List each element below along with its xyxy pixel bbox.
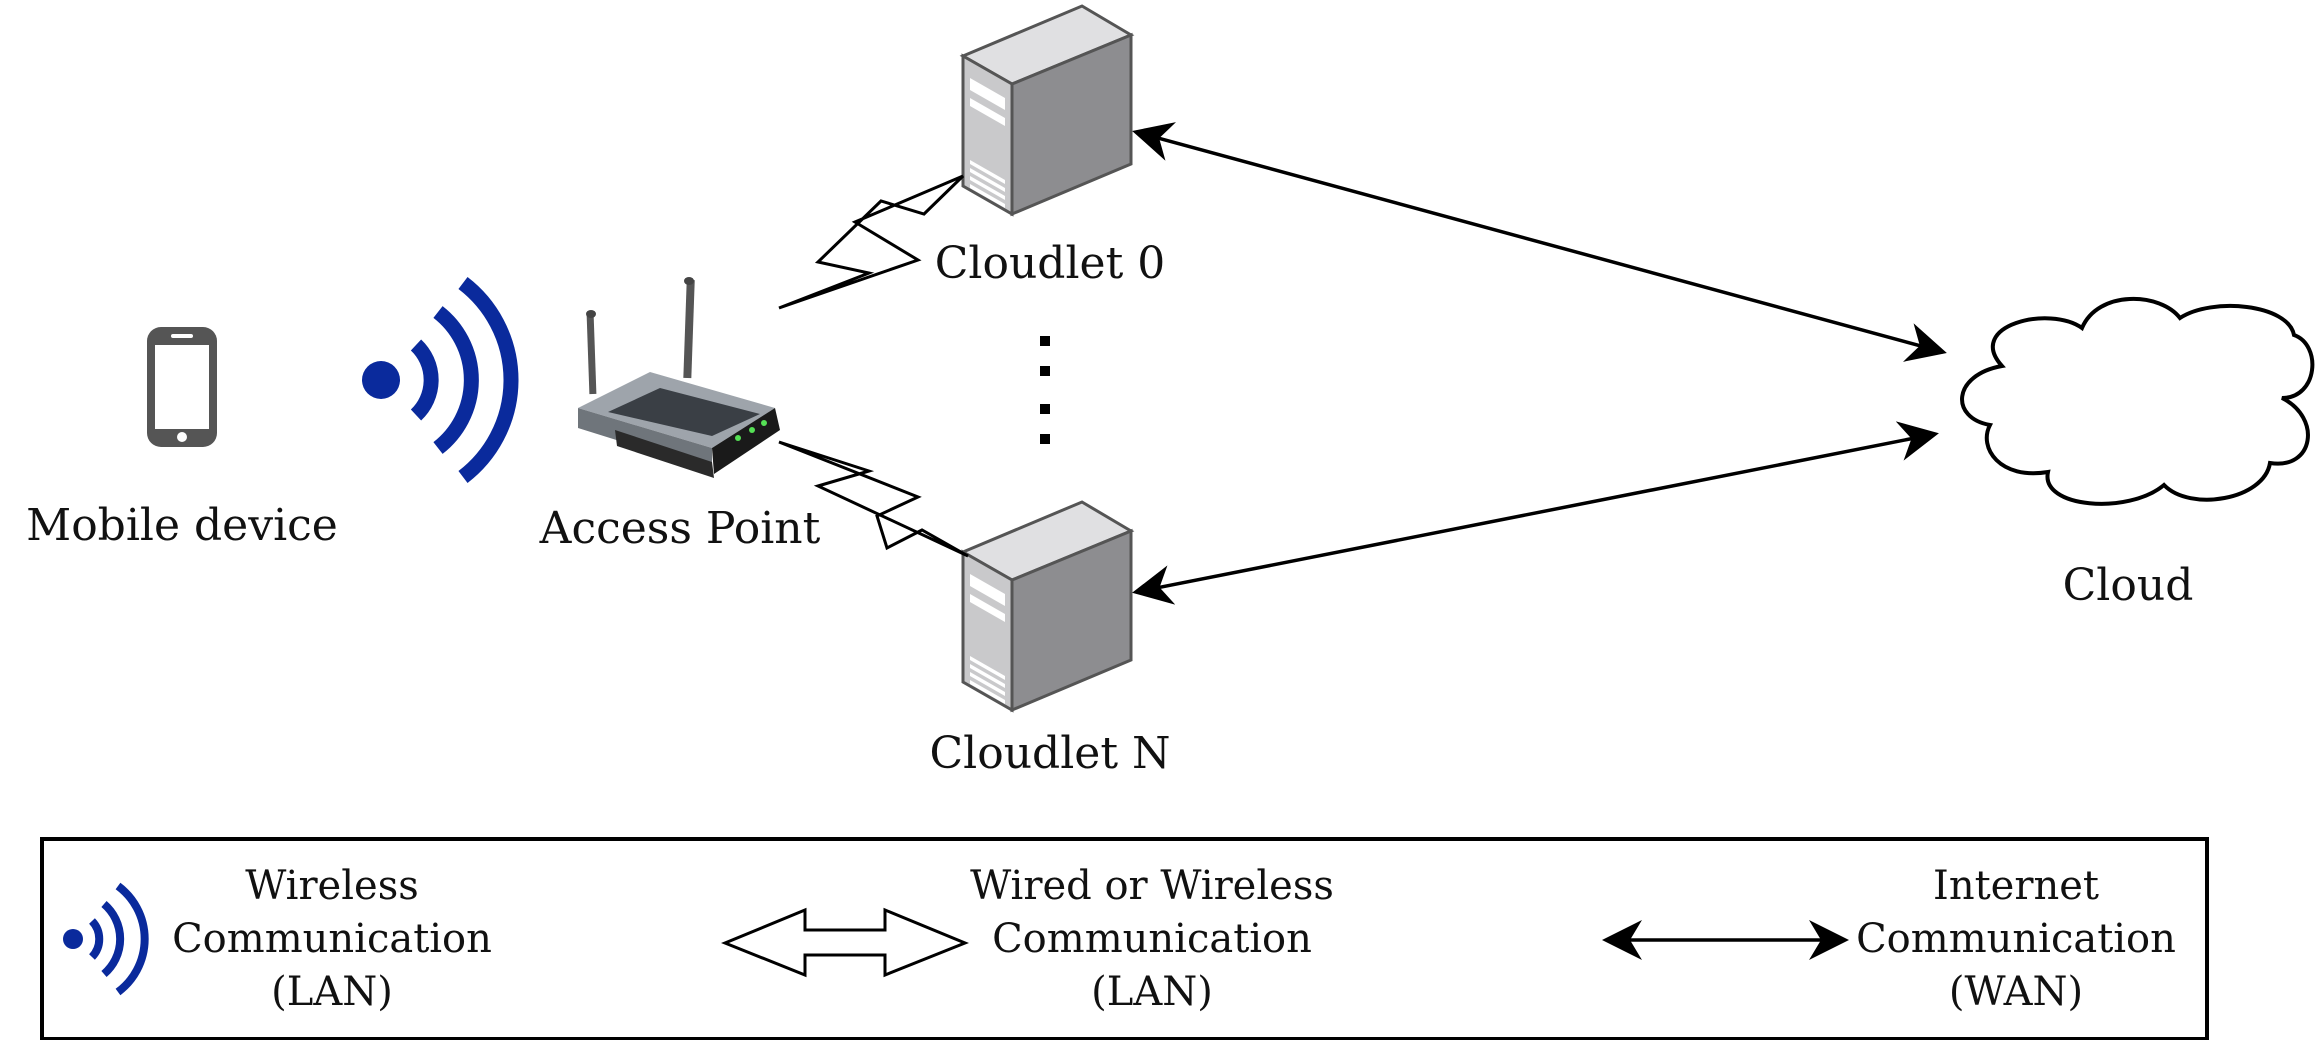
wireless-router-icon	[578, 277, 780, 478]
wifi-signal-icon	[362, 277, 519, 483]
smartphone-icon	[147, 327, 217, 447]
legend-wifi-icon	[63, 882, 149, 996]
cloud-label: Cloud	[2063, 560, 2194, 611]
internet-link-cloudlet-n-cloud	[1132, 421, 1939, 605]
legend-internet-line1: Internet	[1933, 863, 2099, 909]
legend-wired-wireless-line1: Wired or Wireless	[970, 863, 1334, 909]
legend-wired-wireless-line3: (LAN)	[1091, 969, 1213, 1015]
vertical-ellipsis-icon	[1040, 336, 1050, 444]
legend-wireless-line2: Communication	[172, 916, 492, 962]
cloudlet-0-label: Cloudlet 0	[935, 238, 1166, 289]
legend-wired-wireless-line2: Communication	[992, 916, 1312, 962]
legend-hollow-double-arrow-icon	[721, 907, 969, 978]
cloudlet-n-label: Cloudlet N	[929, 728, 1170, 779]
access-point-label: Access Point	[539, 503, 821, 554]
legend-internet-line3: (WAN)	[1949, 969, 2083, 1015]
server-tower-icon	[959, 500, 1135, 713]
mobile-device-label: Mobile device	[26, 500, 338, 551]
legend-internet-line2: Communication	[1856, 916, 2176, 962]
server-tower-icon	[959, 4, 1135, 217]
wired-or-wireless-link-ap-cloudlet-0	[778, 174, 965, 310]
internet-link-cloudlet-0-cloud	[1132, 122, 1947, 362]
legend-wireless-line3: (LAN)	[271, 969, 393, 1015]
legend-wireless-line1: Wireless	[245, 863, 419, 909]
cloud-icon	[1960, 297, 2315, 506]
wired-or-wireless-link-ap-cloudlet-n	[778, 440, 969, 558]
